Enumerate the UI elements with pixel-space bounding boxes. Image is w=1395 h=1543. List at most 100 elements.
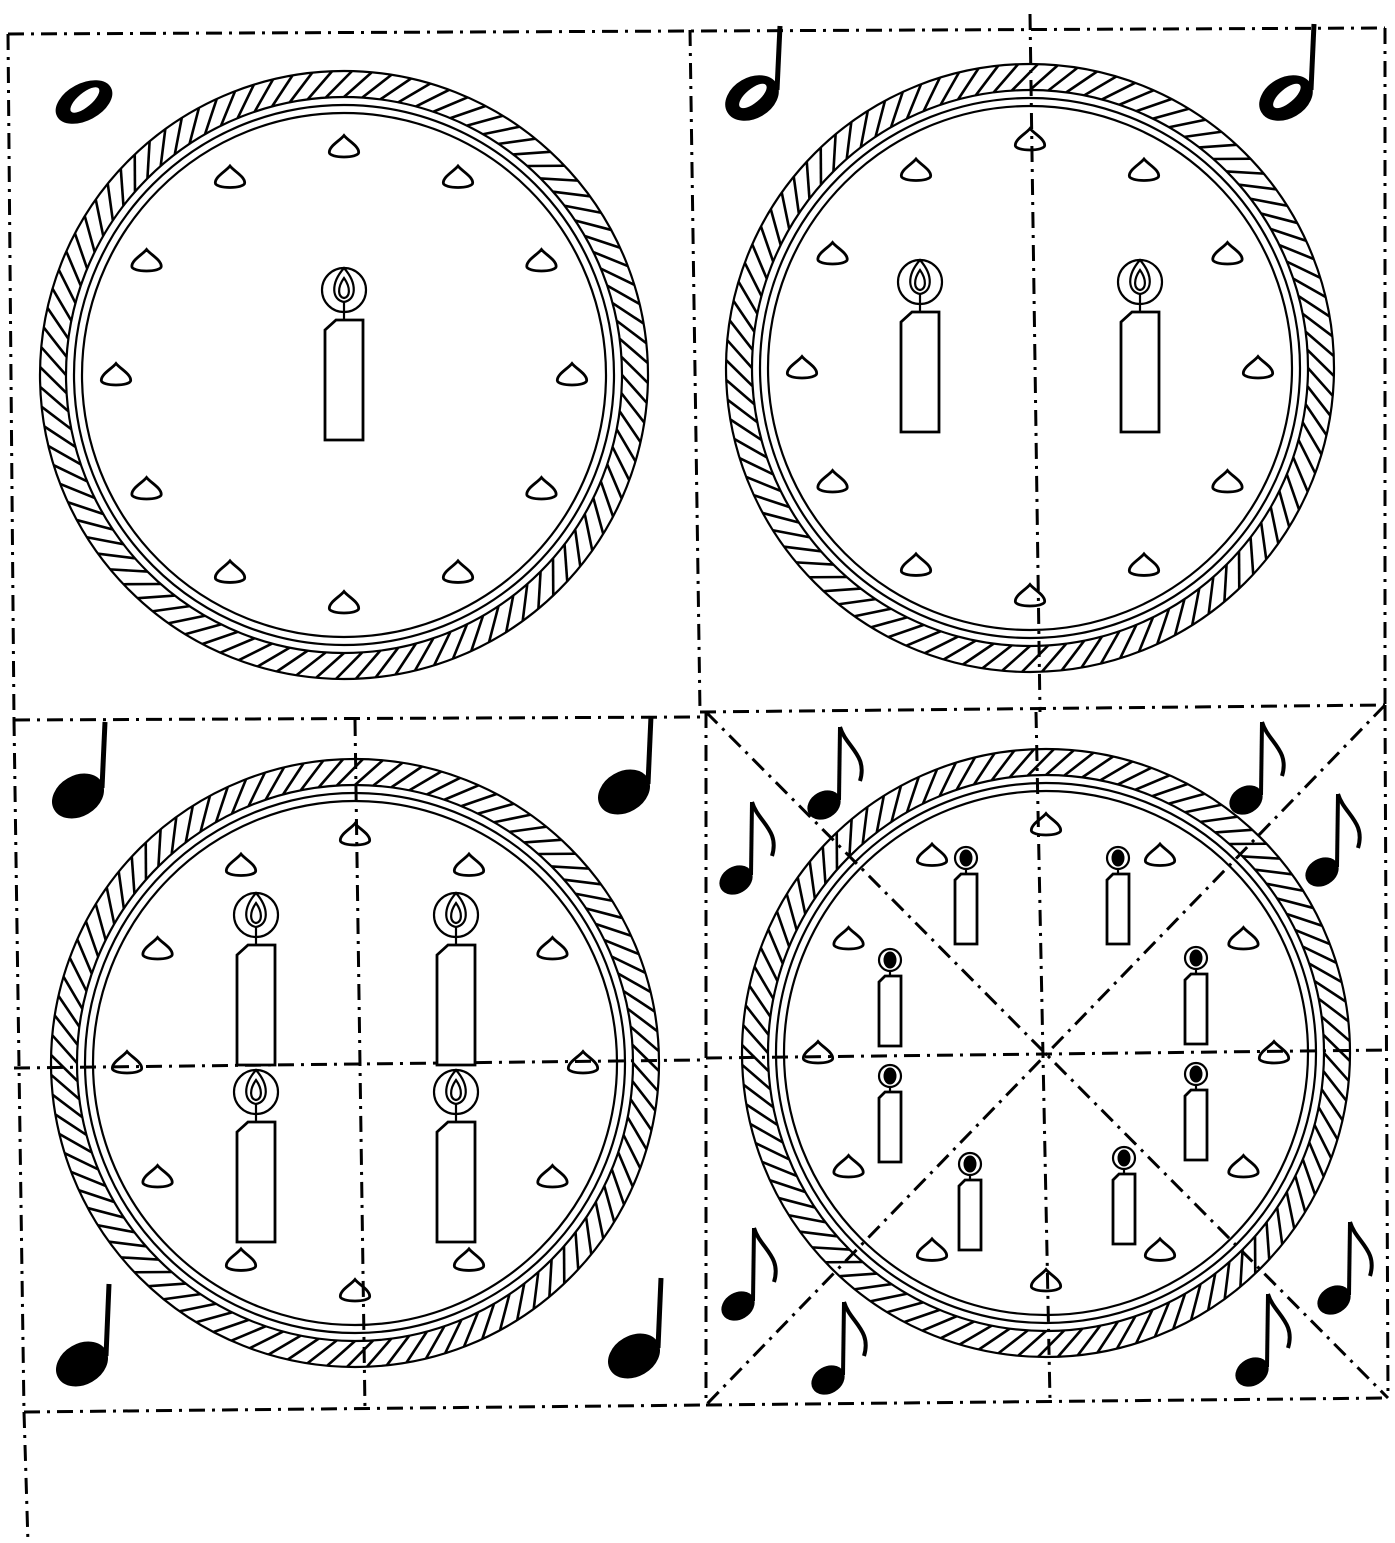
icing-drop-icon	[1213, 470, 1242, 492]
eighth-note-icon	[1301, 794, 1360, 892]
icing-drop-icon	[803, 1041, 832, 1063]
candle-icon	[434, 1070, 478, 1242]
cut-line-bottom-left	[24, 1405, 706, 1412]
icing-drop-icon	[454, 854, 483, 876]
candle-icon	[879, 949, 901, 1046]
candle-icon	[234, 893, 278, 1065]
quarter-note-icon	[49, 1284, 116, 1395]
icing-drop-icon	[787, 356, 816, 378]
icing-drop-icon	[443, 166, 472, 188]
candle-body	[325, 320, 363, 440]
cut-line-top	[8, 28, 1385, 34]
cut-line-eighths-bottom	[706, 1398, 1388, 1405]
flame-core-icon	[451, 903, 461, 923]
eighth-note-icon	[803, 727, 862, 825]
cake	[726, 64, 1334, 672]
icing-drop-icon	[538, 937, 567, 959]
flame-icon	[884, 952, 896, 968]
candle-body	[879, 976, 901, 1046]
flame-icon	[960, 850, 972, 866]
flame-icon	[1118, 1150, 1130, 1166]
half-note-icon	[718, 26, 786, 129]
cut-line-left-lower	[14, 720, 24, 1412]
icing-drop-icon	[901, 159, 930, 181]
flame-icon	[1112, 850, 1124, 866]
eighth-note-icon	[1231, 1294, 1290, 1392]
candle-body	[1113, 1174, 1135, 1244]
candle-body	[237, 1122, 275, 1242]
eighth-note-icon	[1225, 722, 1284, 820]
icing-drop-icon	[329, 591, 358, 613]
icing-drop-icon	[454, 1249, 483, 1271]
cut-line-middle-vertical	[690, 30, 700, 712]
icing-drop-icon	[143, 1165, 172, 1187]
icing-drop-icon	[226, 854, 255, 876]
icing-drop-icon	[557, 363, 586, 385]
candle-icon	[955, 847, 977, 944]
icing-drop-icon	[132, 477, 161, 499]
icing-drop-icon	[527, 249, 556, 271]
flame-core-icon	[1135, 270, 1145, 290]
icing-drop-icon	[226, 1249, 255, 1271]
icing-drop-icon	[1145, 844, 1174, 866]
icing-drop-icon	[917, 1239, 946, 1261]
icing-drop-icon	[215, 561, 244, 583]
candle-icon	[1113, 1147, 1135, 1244]
candle-body	[1185, 1090, 1207, 1160]
candle-body	[237, 945, 275, 1065]
eighth-note-icon	[1313, 1222, 1372, 1320]
icing-drop-icon	[1229, 927, 1258, 949]
candle-body	[879, 1092, 901, 1162]
icing-drop-icon	[917, 844, 946, 866]
panel-halves	[718, 14, 1334, 712]
icing-drop-icon	[340, 823, 369, 845]
quarter-note-icon	[591, 716, 658, 823]
flame-core-icon	[915, 270, 925, 290]
candle-body	[959, 1180, 981, 1250]
candle-body	[437, 945, 475, 1065]
candle-icon	[879, 1065, 901, 1162]
cut-line-middle-horizontal-left	[14, 717, 700, 720]
candle-body	[901, 312, 939, 432]
quarter-note-icon	[601, 1278, 668, 1387]
icing-drop-icon	[1031, 813, 1060, 835]
icing-drop-icon	[527, 477, 556, 499]
cake-rim-outer	[760, 98, 1300, 638]
icing-drop-icon	[443, 561, 472, 583]
flame-icon	[1190, 1066, 1202, 1082]
panel-eighths	[706, 705, 1388, 1405]
candle-body	[955, 874, 977, 944]
candle-icon	[1185, 1063, 1207, 1160]
candle-body	[1185, 974, 1207, 1044]
candle-icon	[434, 893, 478, 1065]
icing-drop-icon	[1015, 584, 1044, 606]
icing-drop-icon	[901, 554, 930, 576]
icing-drop-icon	[112, 1051, 141, 1073]
panel-whole	[40, 71, 648, 679]
panel-quarters	[14, 716, 700, 1410]
icing-drop-icon	[1243, 356, 1272, 378]
flame-core-icon	[251, 1080, 261, 1100]
icing-drop-icon	[818, 242, 847, 264]
icing-drop-icon	[1229, 1155, 1258, 1177]
eighth-note-icon	[717, 1228, 776, 1326]
flame-core-icon	[251, 903, 261, 923]
half-note-icon	[1252, 24, 1320, 129]
flame-core-icon	[451, 1080, 461, 1100]
cake-rim-inner	[768, 106, 1292, 630]
flame-icon	[884, 1068, 896, 1084]
icing-drop-icon	[101, 363, 130, 385]
icing-drop-icon	[1015, 128, 1044, 150]
icing-drop-icon	[329, 135, 358, 157]
icing-drop-icon	[1145, 1239, 1174, 1261]
candle-icon	[959, 1153, 981, 1250]
rope-border-inner	[752, 90, 1308, 646]
cut-line-left-upper	[8, 34, 14, 720]
candle-body	[1121, 312, 1159, 432]
icing-drop-icon	[818, 470, 847, 492]
candle-icon	[1185, 947, 1207, 1044]
candle-icon	[322, 268, 366, 440]
icing-drop-icon	[132, 249, 161, 271]
candle-icon	[1107, 847, 1129, 944]
